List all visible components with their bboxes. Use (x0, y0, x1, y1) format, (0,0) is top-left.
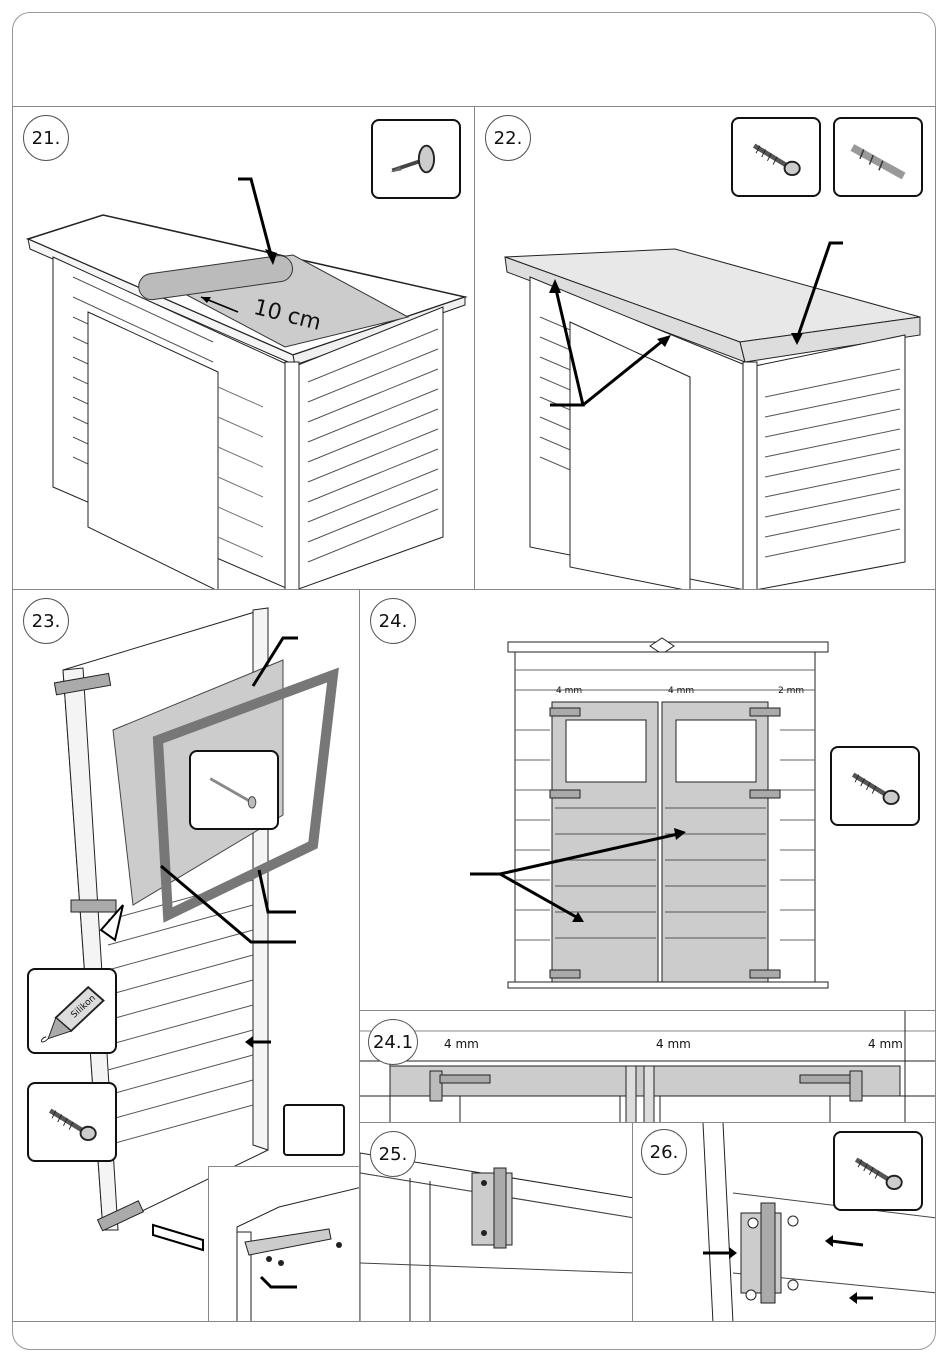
step-22-panel: 22. (474, 106, 936, 590)
gap-label-mid: 4 mm (668, 686, 694, 696)
gap-detail-label-mid: 4 mm (656, 1037, 691, 1051)
hinge-detail-inset (208, 1166, 360, 1322)
nail-icon (191, 752, 277, 828)
screw-icon (733, 119, 819, 195)
gap-detail-label-right: 4 mm (868, 1037, 903, 1051)
roofing-nail-icon (373, 121, 459, 197)
step-26-panel: 26. (632, 1122, 936, 1322)
step-21-number: 21. (23, 115, 69, 161)
step-24-1-panel: 24.1 4 mm 4 mm 4 mm (359, 1010, 936, 1123)
gap-label-left: 4 mm (556, 686, 582, 696)
nail-toolbox (189, 750, 279, 830)
step-24-panel: 24. (359, 589, 936, 1011)
screw-toolbox-24 (830, 746, 920, 826)
step-23-number: 23. (23, 598, 69, 644)
step-21-panel: 21. (12, 106, 475, 590)
drill-bit-icon (835, 119, 921, 195)
step-22-number: 22. (485, 115, 531, 161)
gap-label-right: 2 mm (778, 686, 804, 696)
roofing-nail-toolbox (371, 119, 461, 199)
screw-toolbox (731, 117, 821, 197)
step-26-number: 26. (641, 1129, 687, 1175)
step-24-1-gap-detail (360, 1011, 936, 1123)
step-23-panel: 23. (12, 589, 360, 1322)
drill-bit-toolbox (833, 117, 923, 197)
screw-icon (835, 1133, 921, 1209)
step-25-number: 25. (370, 1131, 416, 1177)
screw-toolbox-26 (833, 1131, 923, 1211)
step-25-panel: 25. (359, 1122, 633, 1322)
screw-toolbox-23 (27, 1082, 117, 1162)
screw-icon (29, 1084, 115, 1160)
blank-label-box (283, 1104, 345, 1156)
step-24-1-number: 24.1 (368, 1019, 418, 1065)
gap-detail-label-left: 4 mm (444, 1037, 479, 1051)
screw-icon (832, 748, 918, 824)
step-24-number: 24. (370, 598, 416, 644)
